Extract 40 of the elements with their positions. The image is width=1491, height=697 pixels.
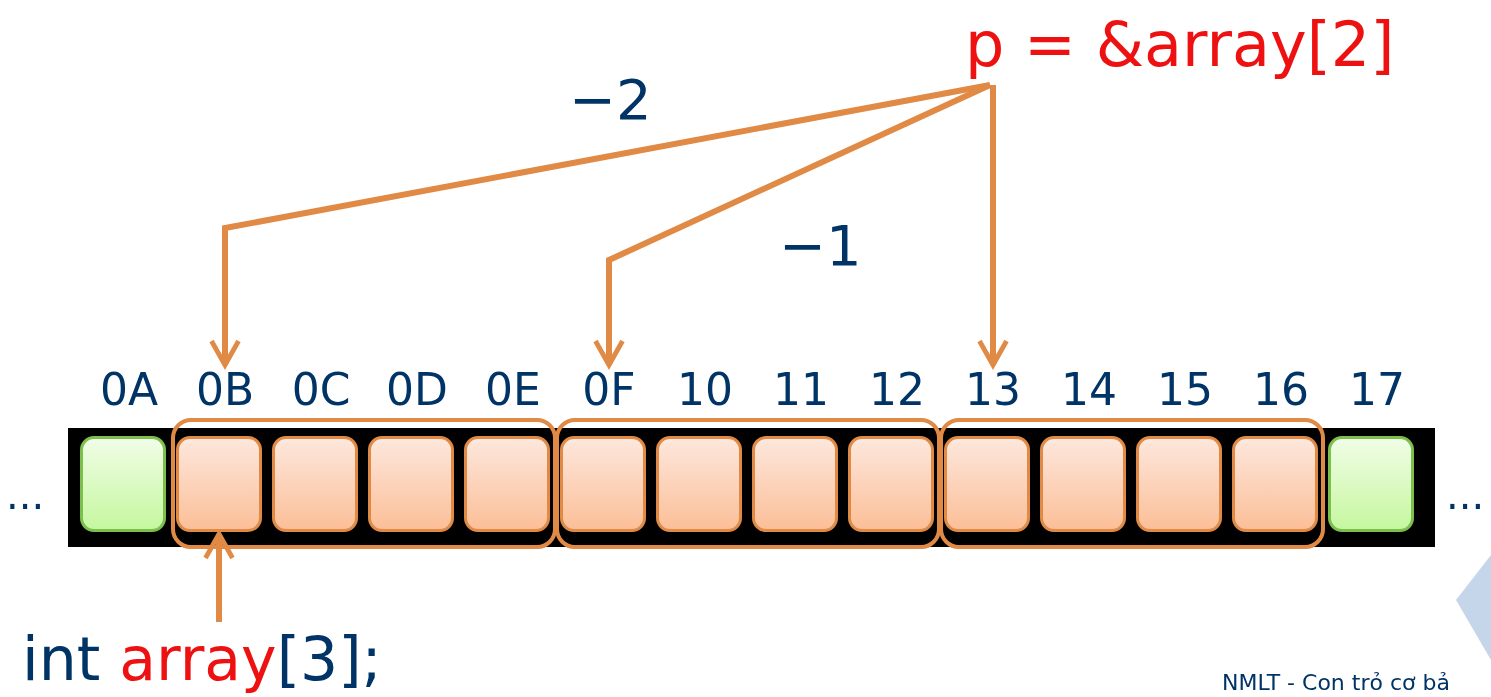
memory-address: 0A bbox=[89, 365, 169, 415]
memory-cell bbox=[80, 436, 166, 532]
footer-text: NMLT - Con trỏ cơ bả bbox=[1222, 672, 1450, 694]
memory-address: 14 bbox=[1049, 365, 1129, 415]
memory-address: 0D bbox=[377, 365, 457, 415]
memory-address: 0C bbox=[281, 365, 361, 415]
memory-address: 13 bbox=[953, 365, 1033, 415]
arrow bbox=[209, 82, 991, 368]
code-text: int array[3]; bbox=[22, 622, 442, 697]
memory-cell bbox=[176, 436, 262, 532]
arrow bbox=[977, 85, 1009, 368]
memory-address: 0E bbox=[473, 365, 553, 415]
code-text: p = &array[2] bbox=[965, 5, 1420, 85]
memory-cell bbox=[944, 436, 1030, 532]
memory-address: 0B bbox=[185, 365, 265, 415]
memory-cell bbox=[1232, 436, 1318, 532]
memory-cell bbox=[656, 436, 742, 532]
memory-cell bbox=[1328, 436, 1414, 532]
ellipsis: ... bbox=[1446, 475, 1485, 515]
memory-cell bbox=[272, 436, 358, 532]
memory-cell bbox=[368, 436, 454, 532]
ellipsis: ... bbox=[6, 475, 45, 515]
memory-cell bbox=[560, 436, 646, 532]
memory-cell bbox=[848, 436, 934, 532]
memory-cell bbox=[1040, 436, 1126, 532]
memory-address: 11 bbox=[761, 365, 841, 415]
memory-cell bbox=[464, 436, 550, 532]
array-element-outline bbox=[939, 418, 1325, 549]
memory-address: 12 bbox=[857, 365, 937, 415]
memory-cell bbox=[752, 436, 838, 532]
memory-address: 15 bbox=[1145, 365, 1225, 415]
memory-address: 0F bbox=[569, 365, 649, 415]
memory-address: 16 bbox=[1241, 365, 1321, 415]
memory-address: 17 bbox=[1337, 365, 1417, 415]
memory-address: 10 bbox=[665, 365, 745, 415]
memory-cell bbox=[1136, 436, 1222, 532]
array-element-outline bbox=[555, 418, 941, 549]
arrow bbox=[203, 531, 235, 622]
array-element-outline bbox=[171, 418, 557, 549]
arrow bbox=[593, 82, 992, 368]
